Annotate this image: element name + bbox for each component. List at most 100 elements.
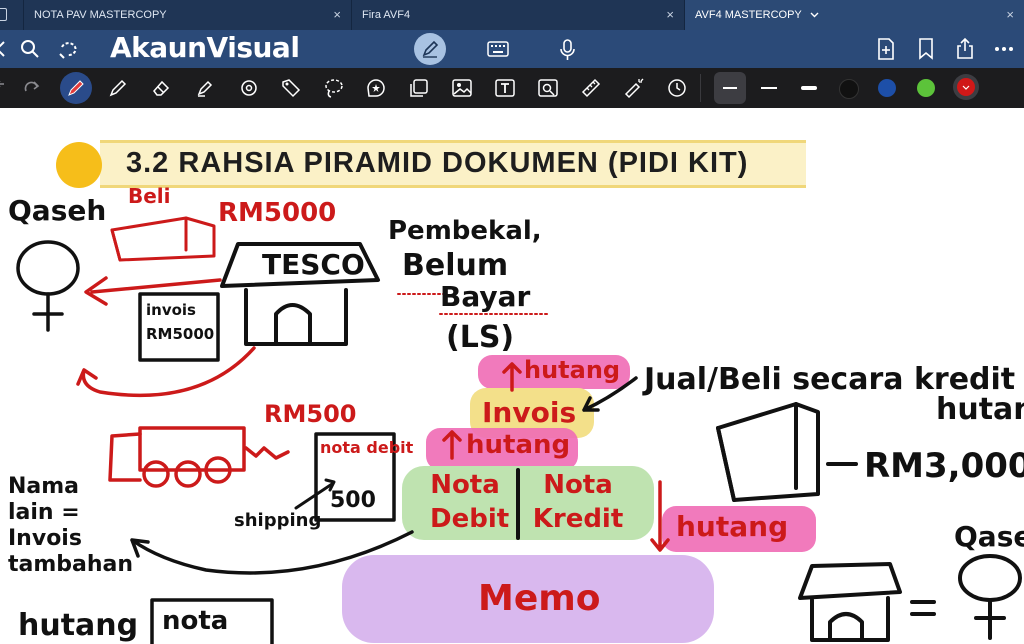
color-swatch-black[interactable] xyxy=(839,79,859,99)
label-shipping: shipping xyxy=(234,510,322,531)
share-icon[interactable] xyxy=(955,37,975,59)
person-icon-right xyxy=(958,554,1022,640)
label-hutang-mid: hutang xyxy=(466,430,571,460)
tag-icon[interactable] xyxy=(280,77,302,99)
color-swatch-green[interactable] xyxy=(917,79,935,97)
tab-label: Fira AVF4 xyxy=(362,9,411,21)
close-tab-icon[interactable]: × xyxy=(666,7,674,22)
ruler-icon[interactable] xyxy=(580,77,602,99)
label-nota-bottom: nota xyxy=(162,606,229,636)
keyboard-icon[interactable] xyxy=(487,41,509,57)
label-invois-layer: Invois xyxy=(482,396,577,429)
shop-icon-tesco xyxy=(220,242,380,346)
top-toolbar: AkaunVisual xyxy=(0,30,1024,68)
pencil-icon[interactable] xyxy=(108,78,128,98)
lasso-icon[interactable] xyxy=(323,77,345,99)
label-qaseh-right: Qase xyxy=(954,520,1024,553)
redo-icon[interactable] xyxy=(22,79,42,97)
shop-icon-right xyxy=(798,562,902,642)
label-jual-beli: Jual/Beli secara kredit xyxy=(644,362,1016,397)
label-nota-kredit: Nota Kredit xyxy=(532,470,624,534)
arrow-red-curve xyxy=(76,346,256,398)
stroke-medium-button[interactable] xyxy=(761,87,777,89)
ink-drawings xyxy=(16,216,1022,644)
tab-nota-pav[interactable]: NOTA PAV MASTERCOPY × xyxy=(24,0,352,30)
laser-icon[interactable] xyxy=(623,77,645,99)
color-swatch-red xyxy=(957,78,975,96)
label-nama-lain: Nama lain = Invois tambahan xyxy=(8,474,134,577)
toolbar-divider xyxy=(700,74,701,102)
pen-icon xyxy=(68,80,84,96)
shapes-icon[interactable] xyxy=(238,78,260,98)
label-rm500: RM500 xyxy=(264,400,357,428)
undo-icon[interactable] xyxy=(0,79,10,97)
label-hutang-top: hutang xyxy=(524,356,621,384)
invoice-box xyxy=(138,292,220,362)
chevron-down-icon[interactable] xyxy=(810,12,819,18)
arrow-down-low xyxy=(650,480,670,552)
image-icon[interactable] xyxy=(451,77,473,99)
label-pembekal: Pembekal, xyxy=(388,216,542,246)
truck-drawing xyxy=(108,426,290,488)
arrow-black-invois xyxy=(582,376,638,412)
search-icon[interactable] xyxy=(20,39,40,59)
tab-bar: NOTA PAV MASTERCOPY × Fira AVF4 × AVF4 M… xyxy=(0,0,1024,30)
tab-label: AVF4 MASTERCOPY xyxy=(695,9,802,21)
add-page-icon[interactable] xyxy=(876,38,896,60)
brand-logo: AkaunVisual xyxy=(110,31,300,64)
label-beli: Beli xyxy=(128,184,171,208)
label-rm5000: RM5000 xyxy=(218,198,337,228)
label-hutang-low: hutang xyxy=(676,510,789,543)
ellipse-lasso-icon[interactable] xyxy=(58,38,80,60)
pen-toolbar xyxy=(0,68,1024,108)
label-ls: (LS) xyxy=(446,320,515,355)
arrow-black-curve xyxy=(130,530,414,575)
scan-icon[interactable] xyxy=(537,77,559,99)
label-tesco: TESCO xyxy=(262,248,365,281)
label-invois-box: invois RM5000 xyxy=(146,301,215,343)
pen-mode-button[interactable] xyxy=(414,33,446,65)
tab-partial[interactable] xyxy=(0,0,24,30)
pen-tool-button[interactable] xyxy=(60,72,92,104)
label-hutang-bottom: hutang xyxy=(18,608,139,643)
color-swatch-blue[interactable] xyxy=(878,79,896,97)
stroke-thin-button[interactable] xyxy=(714,72,746,104)
back-icon[interactable] xyxy=(0,40,10,58)
tab-label: NOTA PAV MASTERCOPY xyxy=(34,9,167,21)
debit-note-box xyxy=(314,432,396,522)
note-canvas[interactable]: 3.2 RAHSIA PIRAMID DOKUMEN (PIDI KIT) xyxy=(0,108,1024,644)
text-icon[interactable] xyxy=(494,77,516,99)
close-tab-icon[interactable]: × xyxy=(333,7,341,22)
pen-mode-icon xyxy=(422,40,439,58)
label-rm3000: RM3,000 xyxy=(864,446,1024,486)
history-icon[interactable] xyxy=(666,77,688,99)
nota-box-bottom xyxy=(150,598,274,644)
tab-overview-icon xyxy=(0,8,7,21)
arrow-red-left xyxy=(84,276,222,306)
box-drawing-black xyxy=(716,402,820,502)
pyramid-memo-layer xyxy=(342,555,714,643)
heading-bullet xyxy=(56,142,102,188)
label-nota-debit: Nota Debit xyxy=(430,470,510,534)
close-tab-icon[interactable]: × xyxy=(1006,7,1014,22)
pyramid-nota-layer xyxy=(402,466,654,540)
more-icon[interactable] xyxy=(994,46,1014,52)
microphone-icon[interactable] xyxy=(558,39,578,61)
chevron-down-icon xyxy=(962,85,970,90)
label-500: 500 xyxy=(330,488,376,513)
arrow-up-mid xyxy=(442,430,462,460)
label-hutang-right: hutan xyxy=(936,392,1024,427)
sticker-icon[interactable] xyxy=(365,77,387,99)
person-icon-left xyxy=(16,240,80,332)
tab-fira-avf4[interactable]: Fira AVF4 × xyxy=(352,0,685,30)
elements-icon[interactable] xyxy=(408,77,430,99)
bookmark-icon[interactable] xyxy=(917,38,935,60)
stroke-thick-button[interactable] xyxy=(801,86,817,90)
box-drawing-red xyxy=(110,216,216,262)
heading-title: 3.2 RAHSIA PIRAMID DOKUMEN (PIDI KIT) xyxy=(126,147,749,179)
eraser-icon[interactable] xyxy=(151,78,171,98)
color-swatch-red-selected[interactable] xyxy=(953,74,979,100)
tab-avf4-mastercopy[interactable]: AVF4 MASTERCOPY × xyxy=(685,0,1024,30)
arrow-shipping xyxy=(294,478,336,510)
highlighter-icon[interactable] xyxy=(195,78,215,98)
